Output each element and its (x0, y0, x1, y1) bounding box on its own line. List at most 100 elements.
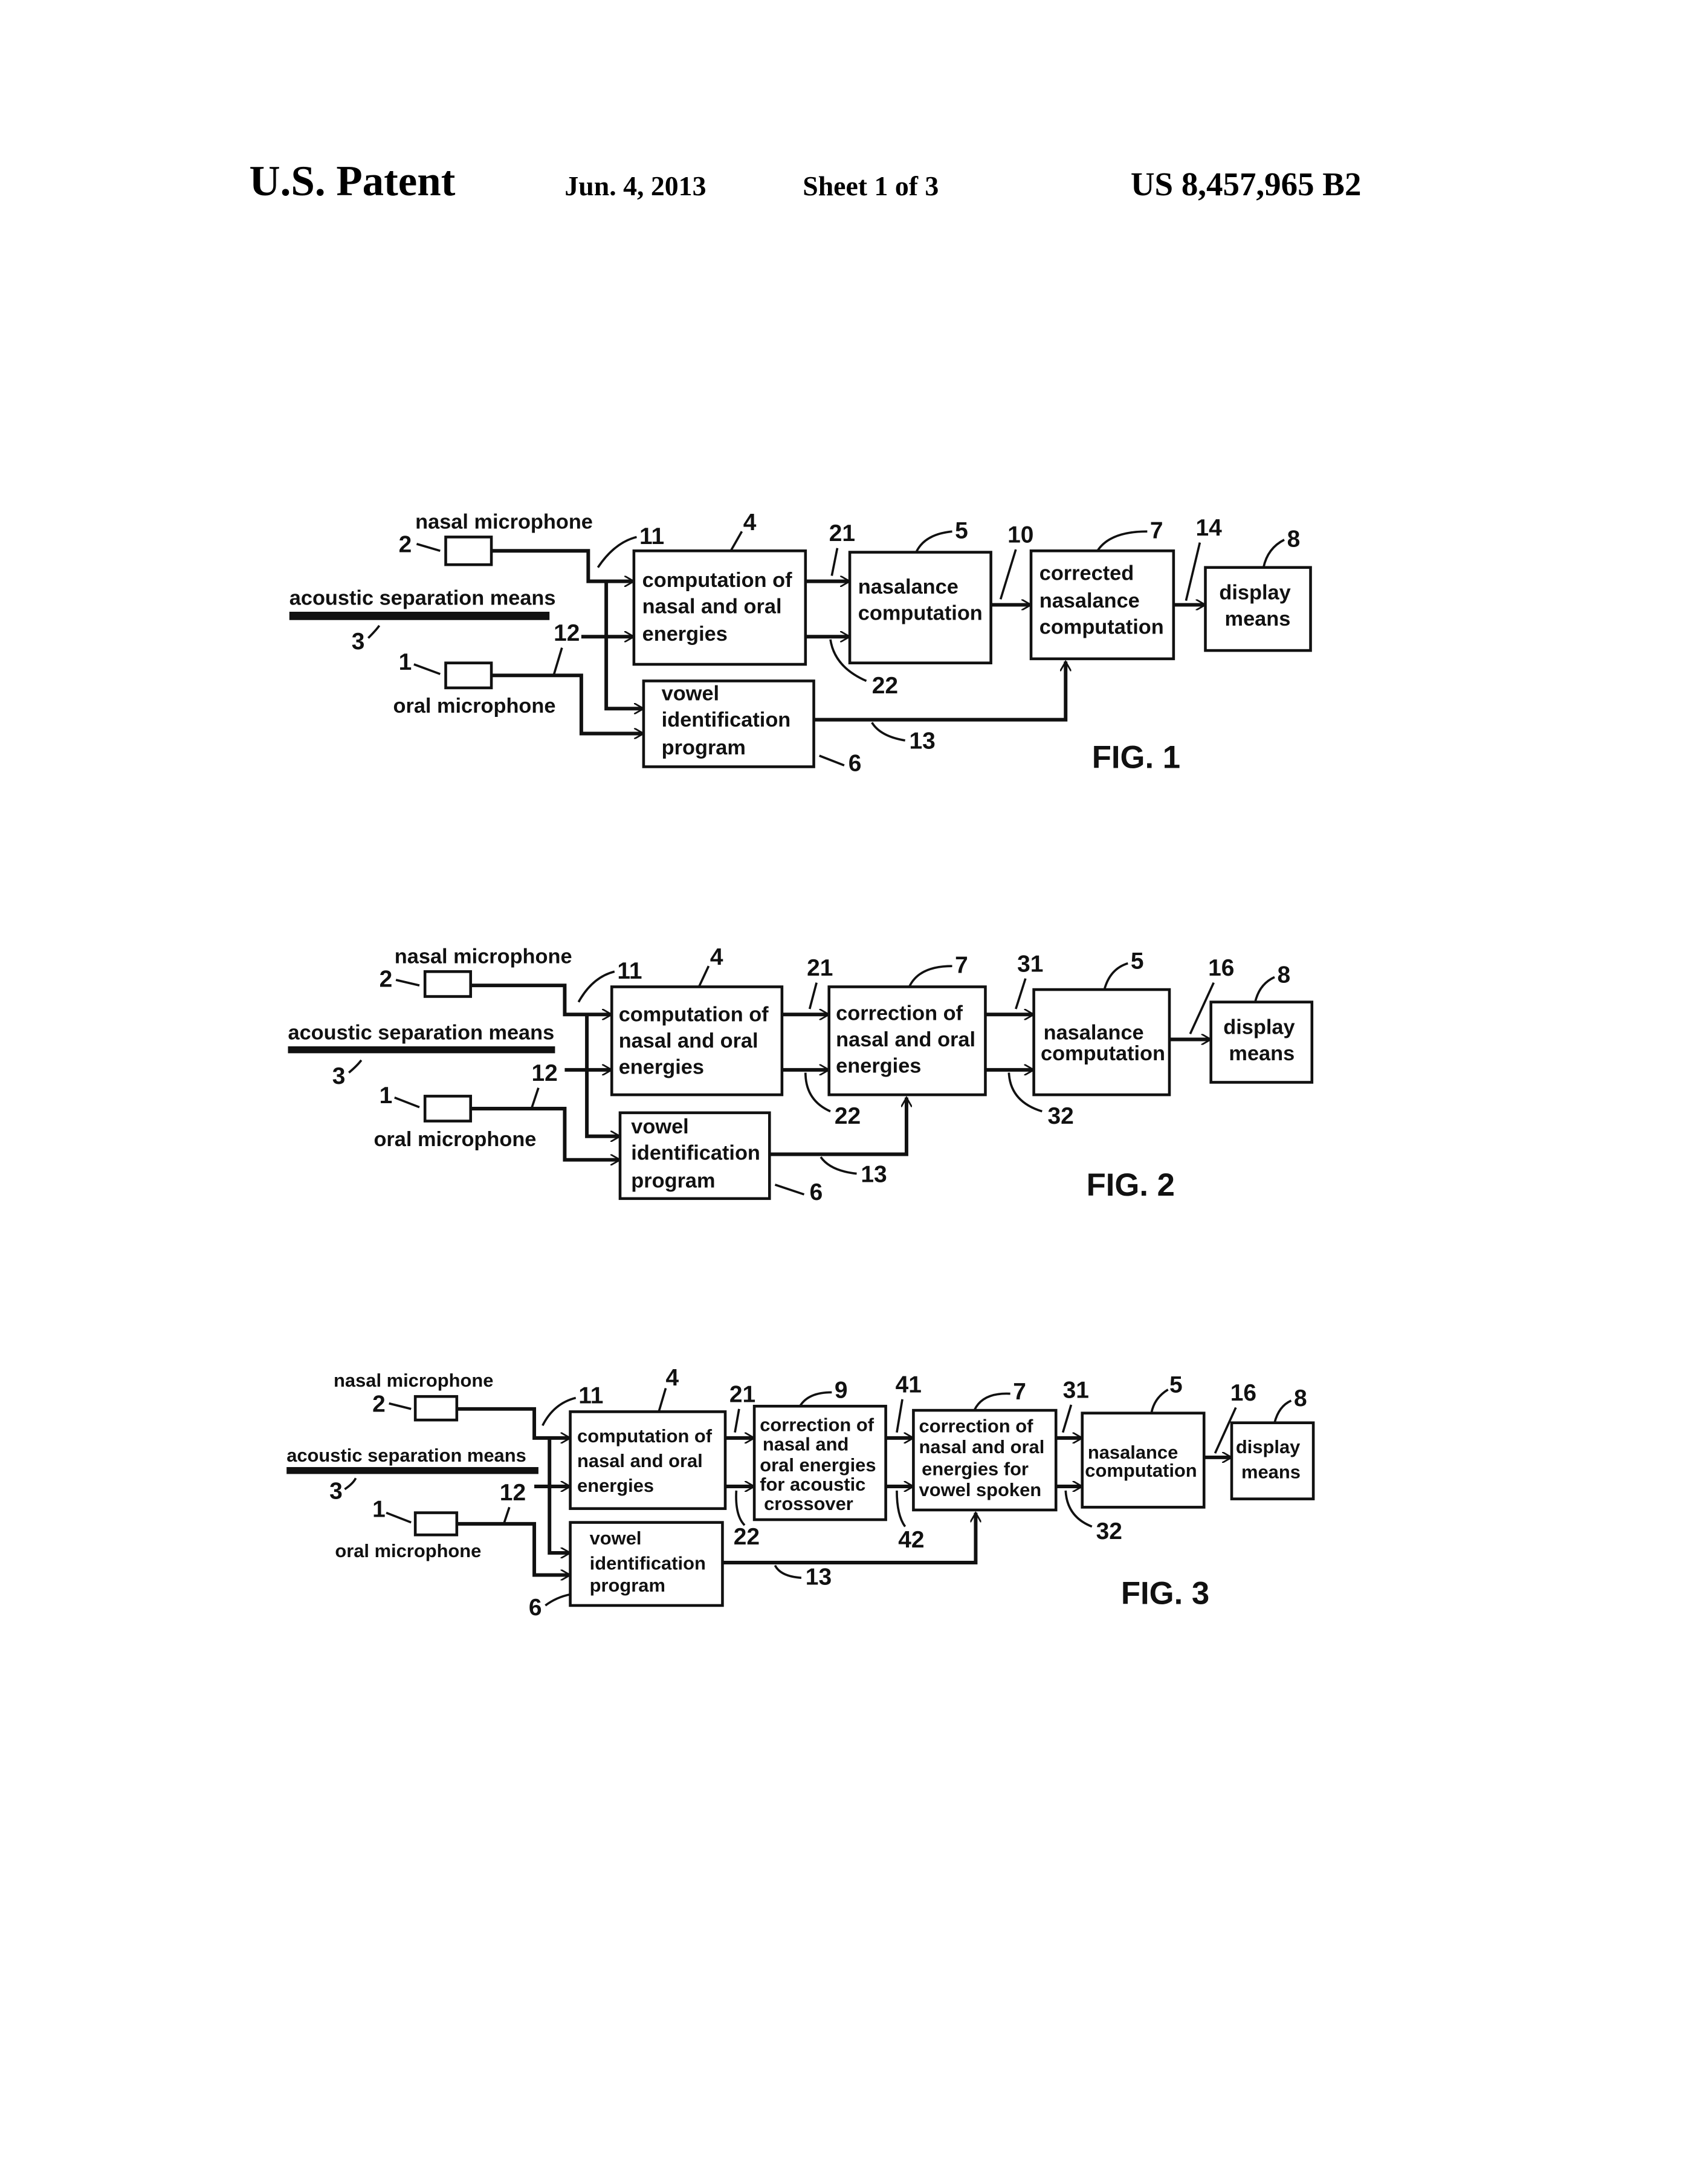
acoustic-separation-bar (288, 1046, 555, 1054)
box-crossover-correction (752, 1404, 887, 1521)
ref-2: 2 (380, 966, 393, 992)
ref-32: 32 (1096, 1518, 1122, 1544)
box-energy-computation (610, 985, 784, 1097)
box-display-means (1209, 1000, 1314, 1084)
ref-21: 21 (829, 520, 855, 546)
ref-2: 2 (399, 532, 412, 558)
ref-5: 5 (1131, 948, 1144, 974)
box-nasalance-computation (848, 551, 992, 665)
ref-9: 9 (835, 1378, 848, 1404)
acoustic-separation-bar (289, 612, 550, 620)
ref-14: 14 (1195, 515, 1222, 541)
nasal-microphone-label: nasal microphone (415, 511, 593, 534)
ref-1: 1 (399, 649, 412, 675)
ref-31: 31 (1063, 1378, 1089, 1404)
box-text: oral energies (760, 1454, 876, 1476)
box-text: energies (642, 623, 728, 646)
ref-5: 5 (1169, 1372, 1183, 1398)
oral-microphone (444, 661, 493, 690)
box-text: correction of (760, 1414, 874, 1435)
box-nasalance-computation (1081, 1411, 1206, 1509)
nasal-microphone (444, 536, 493, 566)
ref-6: 6 (849, 750, 862, 776)
ref-2: 2 (372, 1391, 386, 1417)
figure-3-title: FIG. 3 (1121, 1576, 1209, 1612)
ref-8: 8 (1294, 1385, 1307, 1411)
ref-41: 41 (896, 1372, 922, 1398)
ref-22: 22 (835, 1103, 861, 1129)
ref-7: 7 (1013, 1379, 1026, 1405)
box-text: nasalance (1039, 589, 1140, 612)
box-text: identification (662, 708, 791, 731)
patent-label: U.S. Patent (249, 158, 455, 205)
ref-12: 12 (531, 1060, 557, 1086)
box-text: nasal and (763, 1434, 849, 1455)
ref-8: 8 (1278, 962, 1291, 988)
box-text: means (1241, 1461, 1301, 1482)
sheet-number: Sheet 1 of 3 (803, 170, 939, 201)
ref-3: 3 (332, 1063, 346, 1089)
nasal-microphone (423, 970, 473, 998)
box-text: nasalance (1044, 1021, 1144, 1044)
box-text: computation (858, 602, 983, 625)
box-text: nasal and oral (919, 1436, 1045, 1457)
ref-31: 31 (1017, 951, 1043, 977)
box-display-means (1230, 1421, 1315, 1500)
ref-1: 1 (380, 1083, 393, 1109)
ref-3: 3 (352, 629, 365, 655)
figure-1: nasal microphone 2 acoustic separation m… (289, 510, 1312, 776)
box-text: nasal and oral (642, 595, 782, 618)
ref-8: 8 (1287, 526, 1301, 552)
ref-12: 12 (500, 1480, 526, 1506)
box-text: display (1236, 1436, 1301, 1457)
box-text: corrected (1039, 562, 1134, 585)
acoustic-separation-label: acoustic separation means (289, 587, 556, 610)
box-text: energies (836, 1054, 921, 1077)
patent-header: U.S. Patent Jun. 4, 2013 Sheet 1 of 3 US… (249, 158, 1361, 205)
box-text: nasal and oral (619, 1029, 758, 1052)
box-text: nasalance (858, 575, 959, 598)
patent-date: Jun. 4, 2013 (564, 170, 706, 201)
box-energy-computation (569, 1410, 727, 1510)
oral-microphone (413, 1511, 459, 1537)
box-text: vowel (590, 1528, 642, 1549)
ref-1: 1 (372, 1496, 386, 1522)
box-text: energies for (922, 1459, 1029, 1480)
acoustic-separation-bar (286, 1466, 538, 1474)
figure-2: nasal microphone 2 acoustic separation m… (288, 944, 1314, 1205)
ref-7: 7 (955, 953, 968, 979)
box-text: program (631, 1169, 715, 1192)
ref-7: 7 (1150, 518, 1163, 544)
box-text: program (590, 1575, 665, 1596)
box-text: identification (590, 1552, 706, 1573)
box-text: display (1219, 581, 1290, 604)
box-energy-computation (632, 549, 807, 666)
nasal-microphone (413, 1395, 459, 1422)
box-text: means (1229, 1042, 1295, 1065)
nasal-microphone-label: nasal microphone (395, 945, 572, 968)
box-text: vowel (631, 1115, 688, 1138)
nasal-microphone-label: nasal microphone (334, 1370, 493, 1391)
oral-microphone-label: oral microphone (373, 1128, 536, 1151)
box-text: for acoustic (760, 1474, 865, 1495)
figure-2-title: FIG. 2 (1087, 1167, 1175, 1203)
box-nasalance-computation (1032, 988, 1171, 1097)
patent-number: US 8,457,965 B2 (1131, 166, 1362, 203)
ref-16: 16 (1230, 1380, 1256, 1406)
box-text: computation of (619, 1003, 769, 1026)
box-text: energies (577, 1475, 654, 1496)
box-text: means (1225, 608, 1291, 630)
box-text: correction of (836, 1002, 963, 1025)
ref-21: 21 (729, 1381, 755, 1407)
ref-13: 13 (861, 1161, 887, 1187)
ref-12: 12 (554, 620, 580, 646)
ref-11: 11 (578, 1383, 603, 1409)
oral-microphone-label: oral microphone (393, 695, 556, 718)
box-vowel-identification (569, 1521, 724, 1607)
figure-1-title: FIG. 1 (1092, 740, 1180, 776)
ref-22: 22 (872, 673, 898, 699)
box-text: display (1223, 1016, 1295, 1039)
ref-3: 3 (329, 1479, 343, 1505)
acoustic-separation-label: acoustic separation means (288, 1021, 554, 1044)
